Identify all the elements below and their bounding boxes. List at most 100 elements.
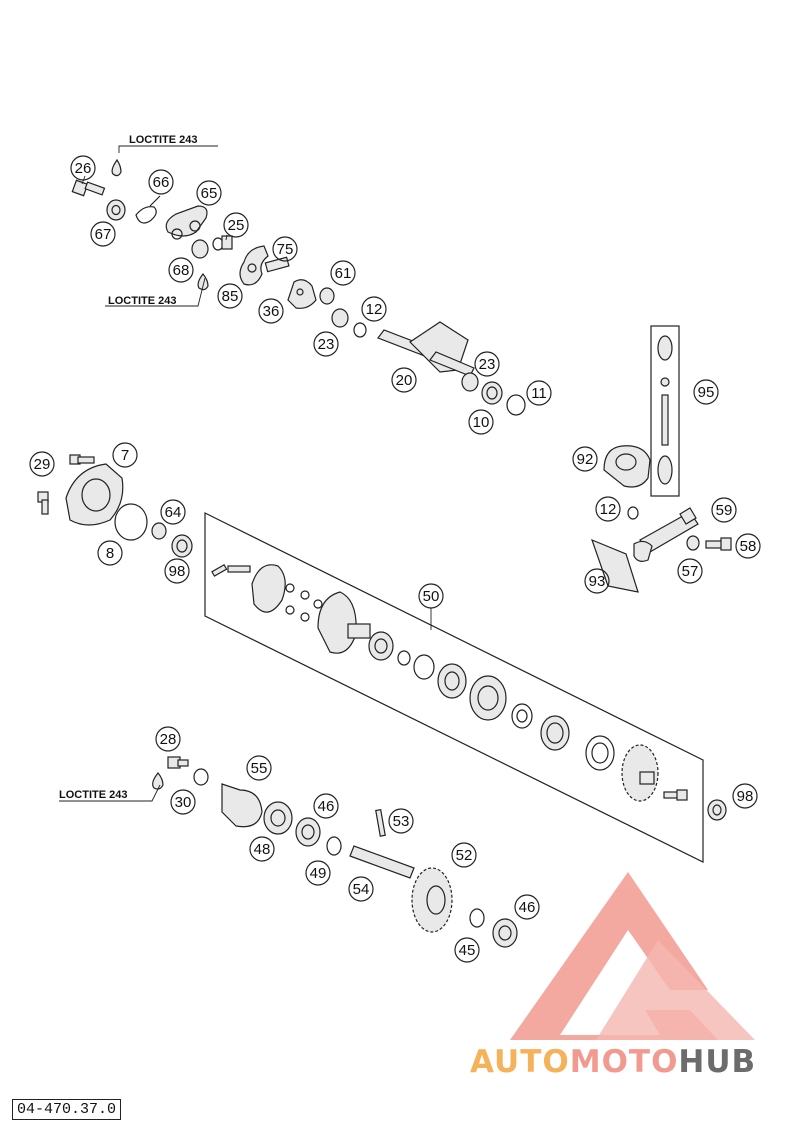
callout-92: 92: [572, 446, 598, 472]
callout-57: 57: [677, 558, 703, 584]
ring-64-icon: [151, 522, 167, 540]
pin-75-icon: [264, 256, 290, 273]
callout-label: 23: [479, 356, 496, 373]
stud-25-icon: [221, 235, 233, 250]
callout-label: 53: [393, 813, 410, 830]
bearing-46-icon: [295, 817, 321, 847]
callout-93: 93: [584, 568, 610, 594]
gear-52-icon: [411, 867, 453, 933]
callout-label: 46: [519, 899, 536, 916]
seal-10-icon: [481, 381, 503, 405]
cover-assembly: [37, 454, 193, 558]
callout-98: 98: [164, 558, 190, 584]
loctite-note-3: LOCTITE 243: [59, 789, 127, 801]
callout-label: 11: [531, 385, 547, 402]
lever-85-icon: [239, 245, 269, 286]
callout-46b: 46: [514, 894, 540, 920]
callout-label: 67: [95, 226, 112, 243]
callout-label: 95: [698, 384, 715, 401]
shaft-59-icon: [633, 507, 699, 562]
callout-label: 54: [353, 881, 370, 898]
callout-85: 85: [217, 283, 243, 309]
cartridge-frame: [204, 512, 704, 863]
callout-label: 58: [740, 538, 757, 555]
callout-label: 92: [577, 451, 594, 468]
wordmark-part-3: HUB: [678, 1044, 757, 1080]
callout-28: 28: [155, 726, 181, 752]
bolt-26-icon: [71, 179, 106, 197]
bearing-98b-icon: [707, 799, 727, 821]
cartridge-assembly-50: [204, 512, 727, 863]
document-id: 04-470.37.0: [12, 1099, 122, 1120]
callout-61: 61: [330, 260, 356, 286]
callout-98b: 98: [732, 783, 758, 809]
callout-23b: 23: [474, 351, 500, 377]
callout-label: 7: [121, 447, 129, 464]
callout-20: 20: [391, 367, 417, 393]
callout-55: 55: [246, 755, 272, 781]
automotohub-logo-mark: [510, 872, 755, 1040]
callout-54: 54: [348, 876, 374, 902]
callout-label: 57: [682, 563, 699, 580]
callout-36: 36: [258, 298, 284, 324]
callout-8: 8: [97, 540, 123, 566]
callout-label: 30: [175, 794, 192, 811]
wordmark-part-2: MOTO: [569, 1044, 679, 1080]
pins-icon: [211, 563, 251, 577]
callout-12: 12: [361, 296, 387, 322]
callout-67: 67: [90, 221, 116, 247]
callout-label: 61: [335, 265, 352, 282]
callout-95: 95: [693, 379, 719, 405]
callout-label: 66: [153, 174, 170, 191]
automotohub-wordmark: AUTOMOTOHUB: [470, 1044, 756, 1080]
bolt-28-icon: [167, 756, 189, 769]
callout-58: 58: [735, 533, 761, 559]
callout-label: 52: [456, 847, 473, 864]
callout-11: 11: [526, 380, 552, 406]
callout-10: 10: [468, 409, 494, 435]
callout-label: 12: [366, 301, 383, 318]
loctite-note-1: LOCTITE 243: [129, 134, 197, 146]
callout-label: 36: [263, 303, 280, 320]
wordmark-part-1: AUTO: [470, 1044, 570, 1080]
callout-68: 68: [168, 257, 194, 283]
ring-11-icon: [506, 394, 526, 416]
washer-68-icon: [191, 239, 209, 259]
cage-icon: [437, 663, 467, 699]
gear-sleeve-icon: [469, 675, 507, 721]
callout-53: 53: [388, 808, 414, 834]
callout-label: 68: [173, 262, 190, 279]
callout-label: 98: [737, 788, 754, 805]
callout-label: 20: [396, 372, 413, 389]
callout-26: 26: [70, 155, 96, 181]
callout-59: 59: [711, 497, 737, 523]
spring-icon: [540, 715, 570, 751]
callout-label: 48: [254, 841, 271, 858]
callout-65: 65: [196, 180, 222, 206]
callout-label: 28: [160, 731, 177, 748]
circlip-icon: [413, 654, 435, 680]
callout-45: 45: [454, 937, 480, 963]
loctite-note-2: LOCTITE 243: [108, 295, 176, 307]
callout-75: 75: [272, 236, 298, 262]
top-assembly: [71, 145, 526, 416]
governor-icon: [251, 564, 286, 613]
callout-label: 64: [165, 504, 182, 521]
linkage-assembly: [590, 325, 732, 593]
callout-label: 98: [169, 563, 186, 580]
pin-53-icon: [375, 808, 386, 837]
circlip-45-icon: [469, 908, 485, 928]
callout-label: 75: [277, 241, 294, 258]
loctite-drop-icon: [197, 273, 209, 291]
bush-23b-icon: [461, 372, 479, 392]
callout-label: 49: [310, 865, 327, 882]
bearing-98-icon: [171, 534, 193, 558]
callout-label: 12: [600, 501, 617, 518]
callout-label: 26: [75, 160, 92, 177]
callout-label: 8: [106, 545, 114, 562]
screw-29-icon: [37, 454, 95, 515]
callout-46: 46: [313, 793, 339, 819]
callout-7: 7: [112, 442, 138, 468]
callout-label: 29: [34, 456, 51, 473]
